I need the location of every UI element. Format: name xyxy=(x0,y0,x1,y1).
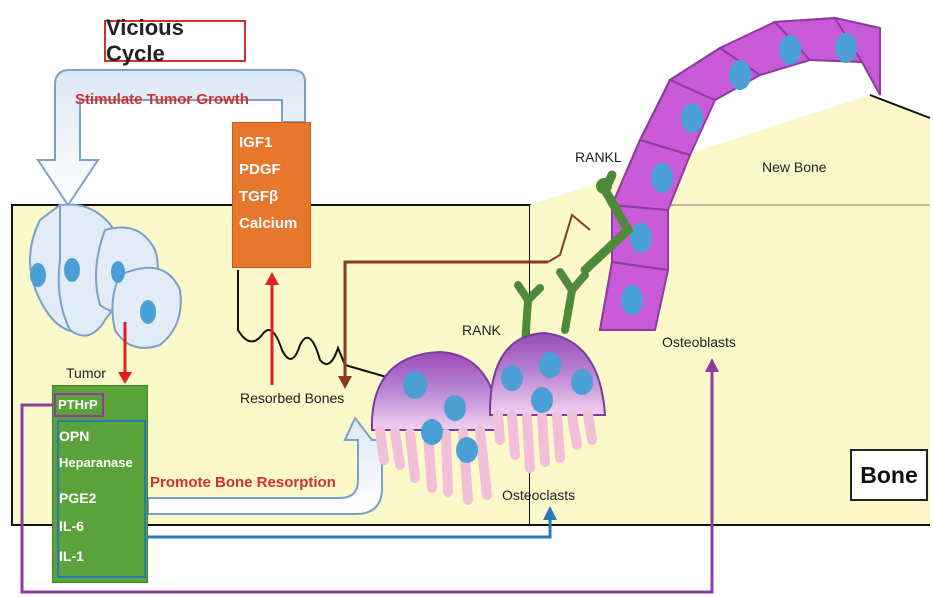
factor-il1: IL-1 xyxy=(59,548,84,564)
growth-factors-box: IGF1 PDGF TGFβ Calcium xyxy=(232,122,311,268)
rank-label: RANK xyxy=(462,322,502,338)
growth-factor-igf1: IGF1 xyxy=(239,129,310,156)
factor-heparanase: Heparanase xyxy=(59,455,133,470)
rankl-head xyxy=(596,178,612,194)
bone-label: Bone xyxy=(850,449,928,501)
title: Vicious Cycle xyxy=(104,20,246,62)
tumor-label: Tumor xyxy=(66,365,106,381)
factor-pge2: PGE2 xyxy=(59,490,96,506)
rankl-label: RANKL xyxy=(575,149,622,165)
pthrp-label: PTHrP xyxy=(54,393,104,417)
promote-label: Promote Bone Resorption xyxy=(150,474,336,491)
factor-opn: OPN xyxy=(59,428,89,444)
growth-factor-pdgf: PDGF xyxy=(239,156,310,183)
growth-factor-calcium: Calcium xyxy=(239,210,310,237)
new-bone-label: New Bone xyxy=(762,159,827,175)
osteoclasts-label: Osteoclasts xyxy=(502,487,575,503)
resorbed-bones-label: Resorbed Bones xyxy=(240,390,344,406)
growth-factor-tgfb: TGFβ xyxy=(239,183,310,210)
factor-il6: IL-6 xyxy=(59,518,84,534)
osteoblasts-label: Osteoblasts xyxy=(662,334,736,350)
stimulate-label: Stimulate Tumor Growth xyxy=(75,91,249,108)
